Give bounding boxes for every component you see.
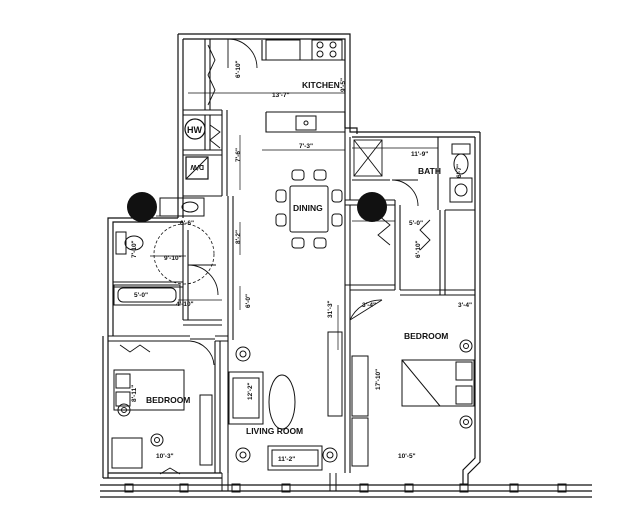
room-label-dining: DINING xyxy=(293,203,323,213)
dw-icon xyxy=(185,156,209,180)
dim-bedroom-left-width: 10'-3" xyxy=(156,453,174,460)
marker-dot-left xyxy=(127,192,157,222)
fridge-icon xyxy=(265,39,301,61)
shower-icon xyxy=(353,139,383,177)
bed-left-icon xyxy=(113,369,185,411)
doors xyxy=(119,38,431,475)
dim-bath-width: 11'-9" xyxy=(411,151,428,158)
dim-hall-b: 6'-0" xyxy=(245,294,252,308)
dim-bedroom-right-depth: 17'-10" xyxy=(375,369,382,390)
dim-dining-width: 7'-3" xyxy=(299,143,313,150)
dresser-right-icon xyxy=(351,355,369,467)
interior-walls xyxy=(108,39,475,473)
bed-right-icon xyxy=(401,359,475,407)
dimension-lines xyxy=(150,92,438,350)
hw-icon xyxy=(184,118,206,140)
living-furniture xyxy=(228,331,343,471)
dim-hall-a: 8'-2" xyxy=(235,230,242,244)
dim-closet-small: 3'-4" xyxy=(362,302,376,309)
room-label-bedroom-left: BEDROOM xyxy=(146,395,190,405)
dim-tub: 5'-0" xyxy=(134,292,148,299)
dim-living-length: 31'-3" xyxy=(327,300,334,318)
dim-hall-closet: 7'-6" xyxy=(235,148,242,162)
dim-bedroom-left-depth: 8'-11" xyxy=(131,385,138,402)
hw-label: HW xyxy=(187,125,202,135)
turning-circle-icon xyxy=(153,223,215,285)
exterior-walls xyxy=(100,33,592,498)
marker-dot-right xyxy=(357,192,387,222)
dim-closet-right-depth: 6'-10" xyxy=(415,240,422,258)
toilet-left-icon xyxy=(115,231,144,255)
dim-bath2-width: 9'-10" xyxy=(164,255,182,262)
vanity-sink-icon xyxy=(159,197,205,217)
dim-bath-depth: 6'-7" xyxy=(456,164,463,178)
dim-bath2-depth: 7'-10" xyxy=(131,240,138,258)
room-label-bedroom-right: BEDROOM xyxy=(404,331,448,341)
dim-living-depth: 12'-2" xyxy=(247,382,254,400)
dim-kitchen-depth: 9'-5" xyxy=(340,78,347,92)
dim-linen: 4'-10" xyxy=(176,301,194,308)
dim-vanity: 6'-6" xyxy=(180,220,194,227)
dim-living-width: 11'-2" xyxy=(278,456,295,463)
range-icon xyxy=(311,39,343,61)
dim-closet-right-width: 5'-0" xyxy=(409,220,423,227)
dim-closet-small2: 3'-4" xyxy=(458,302,472,309)
dim-kitchen-pantry: 6'-10" xyxy=(235,60,242,78)
toilet-right-icon xyxy=(451,143,471,175)
dim-kitchen-width: 13'-7" xyxy=(272,92,290,99)
room-label-kitchen: KITCHEN xyxy=(302,80,340,90)
dim-bedroom-right-width: 10'-5" xyxy=(398,453,416,460)
tub-icon xyxy=(113,284,181,306)
bath-sink-right-icon xyxy=(449,177,473,203)
room-label-living-room: LIVING ROOM xyxy=(246,426,303,436)
dw-label: D/W xyxy=(190,163,204,170)
kitchen-sink-icon xyxy=(295,115,317,131)
room-label-bath: BATH xyxy=(418,166,441,176)
desk-left-icon xyxy=(111,394,213,469)
dining-table-icon xyxy=(275,169,343,249)
bottom-sill-marks xyxy=(124,473,567,493)
